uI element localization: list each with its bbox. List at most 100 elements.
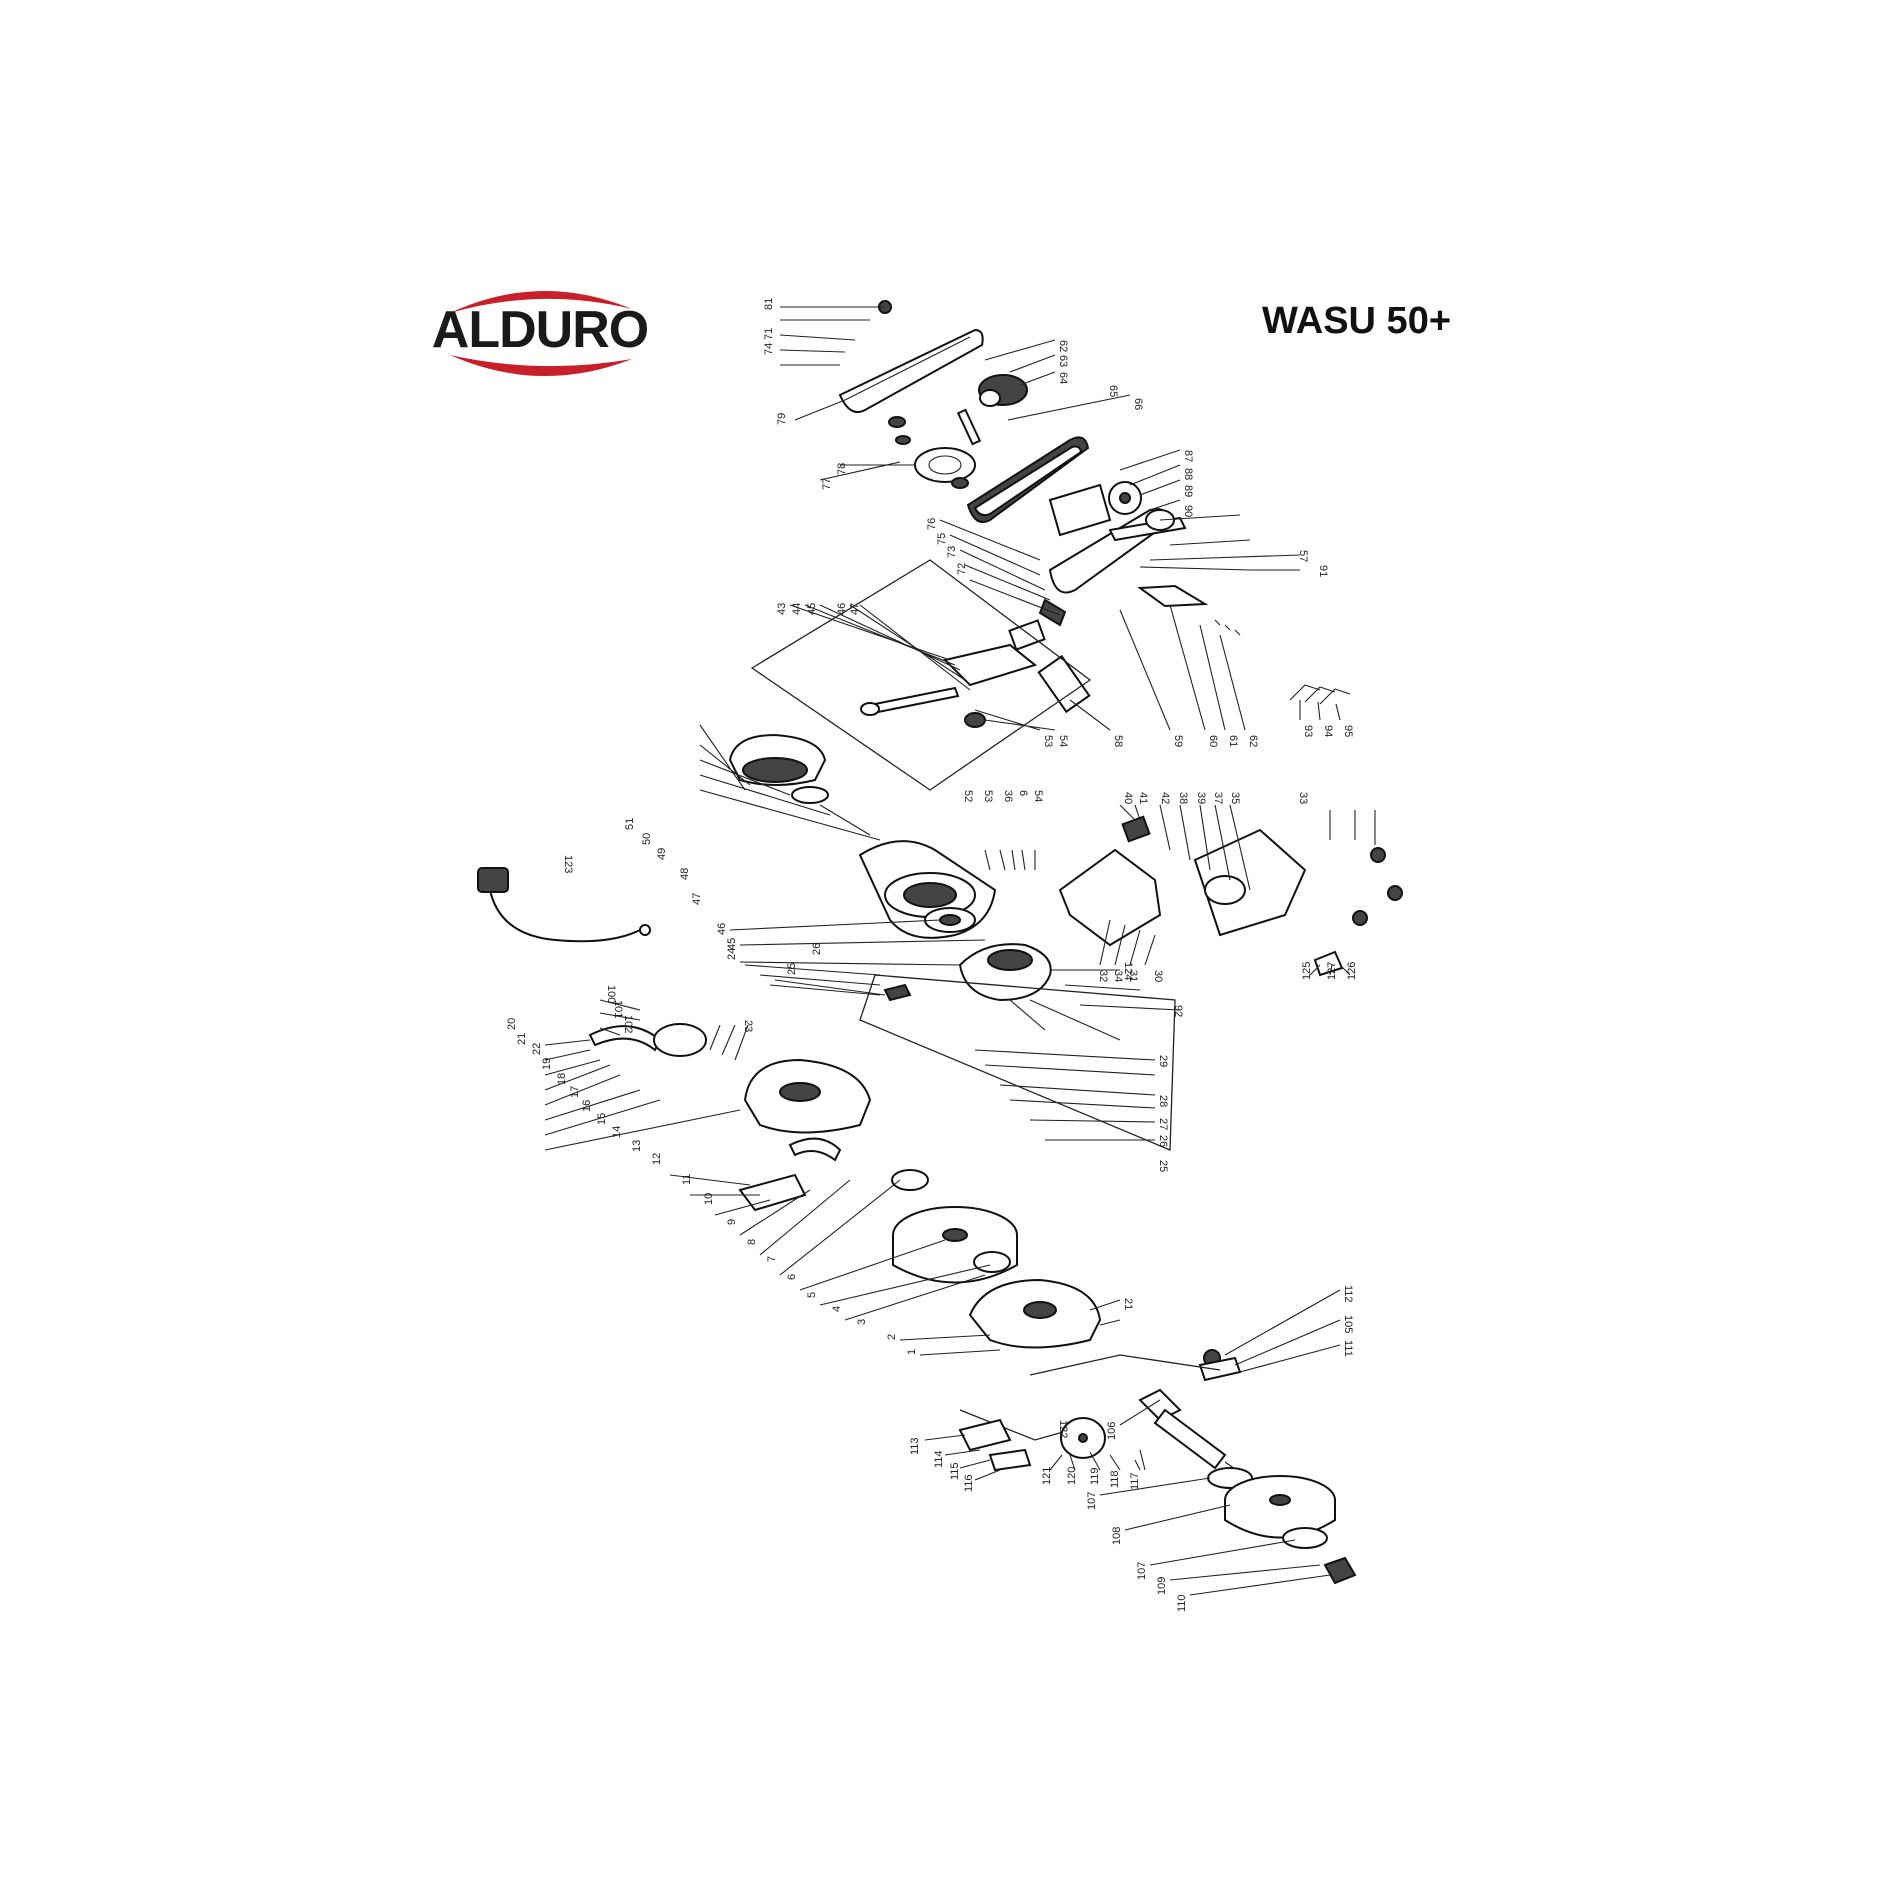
- part-label: 25: [1157, 1160, 1169, 1172]
- belt-cover-lip: [844, 336, 971, 401]
- part-label: 81: [763, 298, 775, 310]
- part-label: 47: [691, 893, 703, 905]
- part-label: 112: [1342, 1285, 1354, 1303]
- through-bolt-2: [1029, 999, 1121, 1041]
- adjust-rod: [868, 686, 960, 715]
- logo-top-swoosh: [450, 290, 632, 313]
- part-label: 26: [811, 943, 823, 955]
- part-label: 110: [1176, 1594, 1188, 1612]
- part-label: 23: [742, 1020, 754, 1032]
- drive-pulley-inner: [928, 455, 962, 475]
- part-label: 127: [1326, 962, 1338, 980]
- part-label: 48: [679, 868, 691, 880]
- base-bracket: [943, 643, 1038, 687]
- grinder-group: [588, 1023, 1242, 1382]
- cable-lead: [774, 979, 886, 996]
- shaft-group: [958, 1388, 1357, 1585]
- alduro-logo: ALDURO: [432, 290, 649, 377]
- part-label: 108: [1111, 1527, 1123, 1545]
- leader-lines-bottom: [924, 1399, 1331, 1596]
- washer-a: [888, 416, 906, 428]
- part-label: 1: [906, 1349, 918, 1355]
- part-labels-bottom: 113 114 115 116 121 122 120 119 118 117 …: [909, 1420, 1188, 1612]
- hex-key-2: [1304, 686, 1336, 703]
- part-label: 119: [1089, 1467, 1101, 1485]
- spark-deflector: [788, 1137, 842, 1162]
- part-label: 32: [1097, 970, 1109, 982]
- part-label: 92: [1172, 1005, 1184, 1017]
- part-label: 123: [562, 855, 574, 873]
- part-label: 57: [1297, 550, 1309, 562]
- part-label: 47: [849, 603, 861, 615]
- part-label: 17: [569, 1086, 581, 1098]
- assembly-frame-bottom: [959, 1409, 1071, 1441]
- part-label: 18: [556, 1073, 568, 1085]
- through-bolt-1: [1009, 999, 1046, 1031]
- part-labels-top: 81 79 74 71 62 63 64 65 66 77 78 87 88 8…: [763, 298, 1354, 748]
- small-screws: [1214, 619, 1241, 636]
- part-label: 125: [1301, 962, 1313, 980]
- slide-rail: [1037, 654, 1091, 714]
- nut-1: [1370, 847, 1386, 863]
- tool-rest: [738, 1173, 807, 1212]
- part-label: 88: [1182, 468, 1194, 480]
- leader-lines-top: [779, 306, 1341, 731]
- part-label: 37: [1212, 792, 1224, 804]
- part-label: 51: [624, 818, 636, 830]
- flange-outer: [973, 1251, 1011, 1273]
- motor-end-cap-face: [742, 757, 808, 783]
- assembly-frame-top: [750, 559, 1092, 791]
- part-label: 36: [1002, 790, 1014, 802]
- part-label: 115: [949, 1462, 961, 1480]
- part-label: 45: [806, 603, 818, 615]
- part-label: 16: [581, 1100, 593, 1112]
- part-label: 113: [909, 1437, 921, 1455]
- part-label: 89: [1182, 485, 1194, 497]
- part-label: 116: [963, 1474, 975, 1492]
- part-labels-lower: 100 101 102 20 21 22 19 18 17 16 15 14 1…: [506, 985, 1354, 1357]
- part-label: 63: [1057, 355, 1069, 367]
- hex-key-3: [1319, 688, 1351, 705]
- part-label: 75: [936, 533, 948, 545]
- part-label: 66: [1132, 398, 1144, 410]
- part-label: 6: [786, 1274, 798, 1280]
- part-label: 102: [622, 1015, 634, 1033]
- part-label: 109: [1156, 1577, 1168, 1595]
- part-label: 39: [1195, 792, 1207, 804]
- tension-plate: [1048, 483, 1112, 537]
- part-label: 11: [681, 1174, 693, 1185]
- part-label: 25: [786, 963, 798, 975]
- accessory-clamp: [988, 1448, 1032, 1472]
- part-label: 105: [1342, 1315, 1354, 1333]
- rod-knob: [860, 702, 880, 716]
- part-label: 106: [1106, 1422, 1118, 1440]
- part-label: 126: [1346, 962, 1358, 980]
- part-labels-middle: 51 50 49 48 47 46 45 52 53 36 6 54 40 41…: [562, 790, 1358, 1017]
- eye-shield: [653, 1023, 707, 1057]
- accessory-pin: [1139, 1449, 1146, 1471]
- small-part-125: [1313, 950, 1344, 977]
- sanding-belt-inner: [973, 445, 1083, 517]
- part-label: 73: [946, 546, 958, 558]
- adjust-block: [1008, 619, 1046, 651]
- part-label: 58: [1112, 735, 1124, 747]
- drive-pulley: [914, 447, 976, 483]
- accessory-bracket: [958, 1418, 1012, 1452]
- part-label: 8: [746, 1239, 758, 1245]
- part-label: 41: [1137, 792, 1149, 804]
- part-label: 107: [1086, 1492, 1098, 1510]
- strain-relief: [883, 983, 912, 1002]
- part-label: 76: [926, 518, 938, 530]
- leader-lines-lower: [544, 999, 1341, 1373]
- part-label: 3: [856, 1319, 868, 1325]
- part-label: 107: [1136, 1562, 1148, 1580]
- rod-knob-2: [964, 712, 986, 728]
- bracket-plate: [1137, 584, 1209, 608]
- polish-nut: [1323, 1556, 1357, 1585]
- part-label: 72: [956, 563, 968, 575]
- part-label: 45: [726, 938, 738, 950]
- belt-cover-group: [838, 300, 1351, 728]
- polishing-wheel-hole: [1269, 1494, 1291, 1506]
- part-label: 79: [776, 413, 788, 425]
- nut-2: [1387, 885, 1403, 901]
